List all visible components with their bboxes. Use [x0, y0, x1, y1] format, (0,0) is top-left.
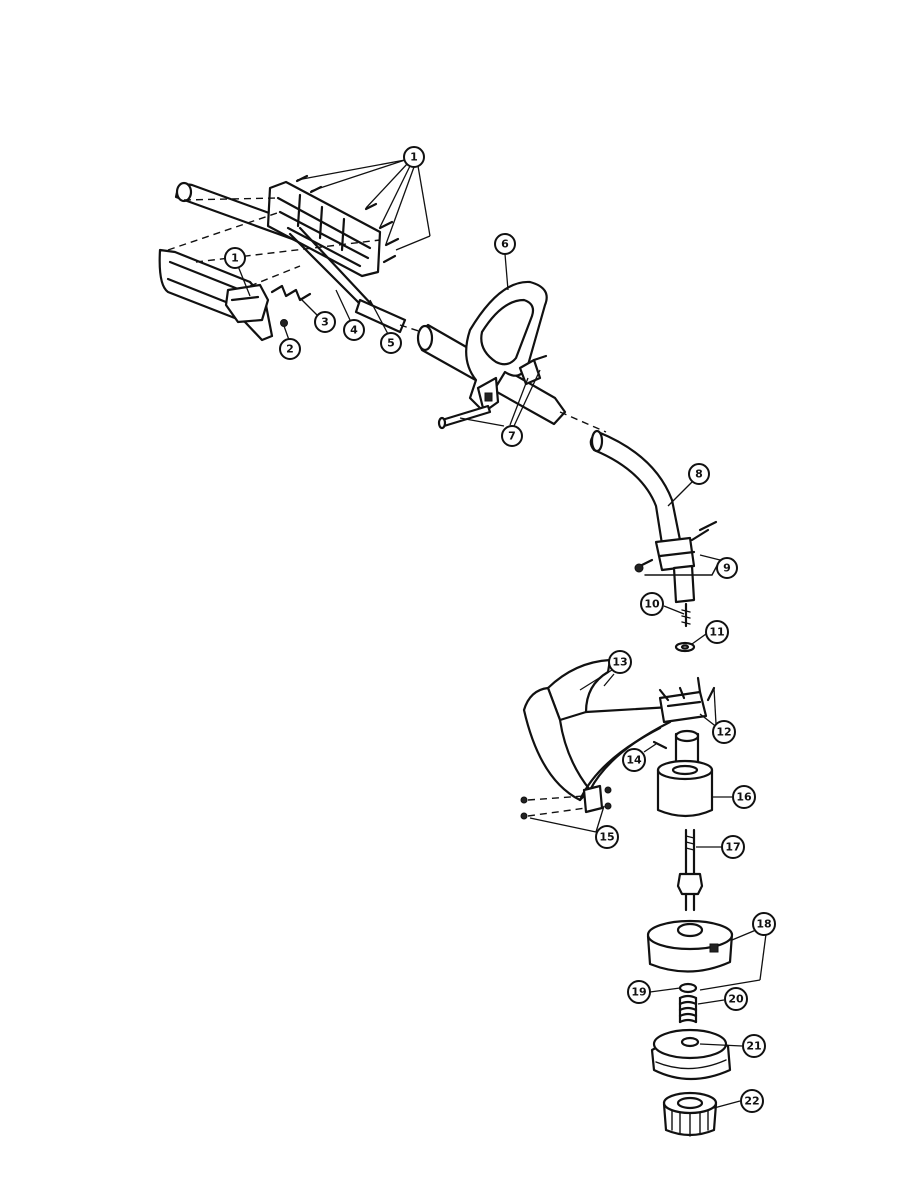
- callout-13: 13: [608, 650, 632, 674]
- engine-housing-assembly: [158, 174, 407, 342]
- svg-text:3: 3: [321, 316, 329, 329]
- callout-7: 7: [501, 425, 523, 447]
- svg-text:20: 20: [728, 993, 744, 1006]
- svg-text:10: 10: [644, 598, 660, 611]
- callout-21: 21: [742, 1034, 766, 1058]
- leader-lines: [237, 159, 767, 1109]
- svg-text:12: 12: [716, 726, 731, 739]
- callout-18: 18: [752, 912, 776, 936]
- svg-text:2: 2: [286, 343, 294, 356]
- svg-text:1: 1: [410, 151, 418, 164]
- svg-text:17: 17: [725, 841, 740, 854]
- callout-14: 14: [622, 748, 646, 772]
- callout-11: 11: [705, 620, 729, 644]
- callout-17: 17: [721, 835, 745, 859]
- svg-text:18: 18: [756, 918, 771, 931]
- callout-8: 8: [688, 463, 710, 485]
- svg-text:7: 7: [508, 430, 516, 443]
- lower-parts: [520, 602, 734, 1137]
- svg-text:11: 11: [709, 626, 724, 639]
- svg-text:9: 9: [723, 562, 731, 575]
- callout-12: 12: [712, 720, 736, 744]
- callouts: 1 1 2 3 4 5 6 7: [224, 146, 776, 1113]
- callout-1-lower: 1: [224, 247, 246, 269]
- svg-text:21: 21: [746, 1040, 761, 1053]
- svg-text:13: 13: [612, 656, 627, 669]
- callout-4: 4: [343, 319, 365, 341]
- callout-6: 6: [494, 233, 516, 255]
- callout-5: 5: [380, 332, 402, 354]
- svg-text:5: 5: [387, 337, 395, 350]
- callout-15: 15: [595, 825, 619, 849]
- callout-19: 19: [627, 980, 651, 1004]
- curved-lower-shaft: [589, 429, 721, 604]
- svg-text:1: 1: [231, 252, 239, 265]
- svg-text:19: 19: [631, 986, 646, 999]
- callout-16: 16: [732, 785, 756, 809]
- svg-text:22: 22: [744, 1095, 759, 1108]
- callout-9: 9: [716, 557, 738, 579]
- callout-22: 22: [740, 1089, 764, 1113]
- assist-handle: [437, 280, 548, 430]
- callout-20: 20: [724, 987, 748, 1011]
- callout-2: 2: [279, 338, 301, 360]
- svg-text:15: 15: [599, 831, 614, 844]
- svg-text:8: 8: [695, 468, 703, 481]
- callout-10: 10: [640, 592, 664, 616]
- svg-text:6: 6: [501, 238, 509, 251]
- callout-1-top: 1: [403, 146, 425, 168]
- callout-3: 3: [314, 311, 336, 333]
- svg-text:14: 14: [626, 754, 642, 767]
- svg-text:16: 16: [736, 791, 752, 804]
- svg-text:4: 4: [350, 324, 358, 337]
